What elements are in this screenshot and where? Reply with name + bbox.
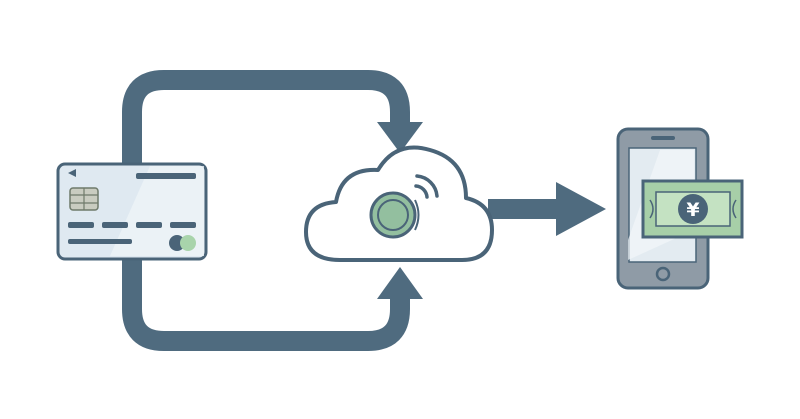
right-arrowhead (556, 182, 606, 236)
top-loop-arrow (122, 70, 423, 170)
card-logo-dot-green (180, 235, 196, 251)
contactless-waves-icon (414, 174, 439, 199)
bottom-loop-arrow (122, 258, 423, 351)
bottom-arrowhead (377, 267, 423, 299)
cloud-icon (304, 145, 494, 262)
card-shine (110, 166, 204, 256)
top-arrowhead (377, 122, 423, 153)
yen-symbol: ¥ (686, 199, 699, 221)
yen-disc (678, 194, 708, 224)
card-top-stripe (136, 173, 196, 179)
credit-card-icon (56, 162, 208, 261)
card-name-line (68, 239, 132, 244)
right-arrow (488, 182, 606, 236)
yen-banknote-icon: ¥ (641, 179, 744, 239)
card-corner-mark (68, 169, 76, 177)
card-chip-icon (69, 187, 99, 211)
coin-icon (369, 191, 420, 239)
card-logo-dot-dark (169, 235, 185, 251)
phone-home-button (655, 266, 671, 282)
phone-speaker (651, 136, 675, 140)
card-number-dashes (68, 222, 196, 228)
